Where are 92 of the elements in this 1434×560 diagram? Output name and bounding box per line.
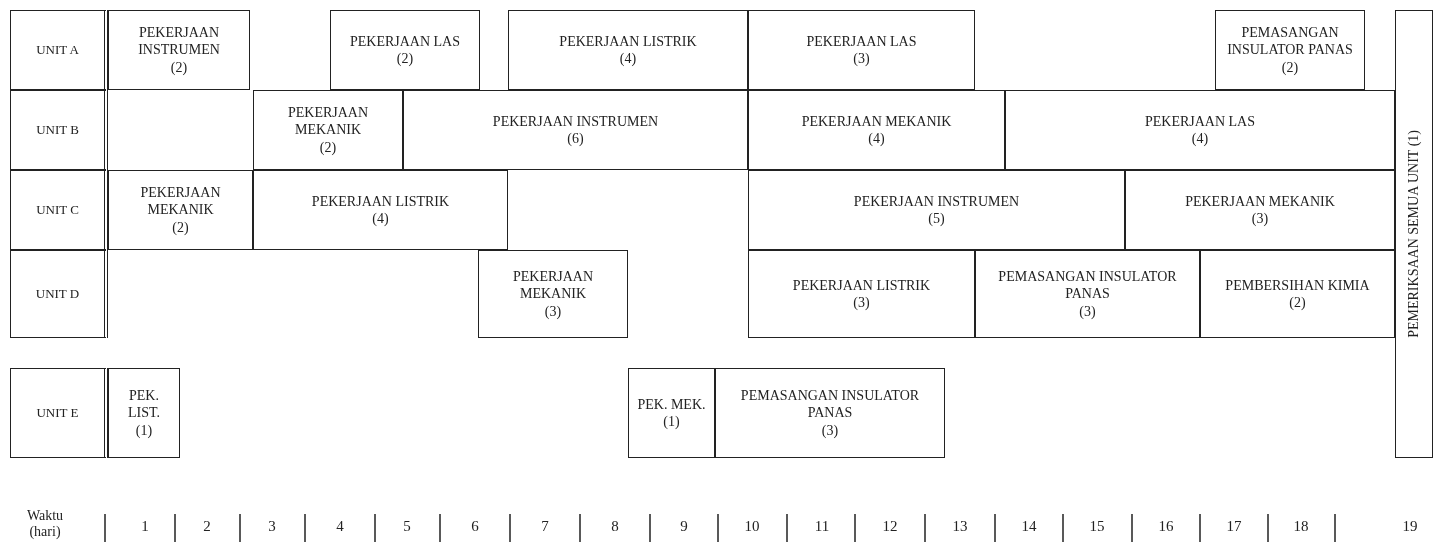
task-bar (628, 368, 715, 458)
axis-tick-label: 6 (470, 518, 480, 535)
axis-tick-label: 2 (202, 518, 212, 535)
unit-row-header (10, 170, 108, 250)
task-duration: (1) (135, 421, 153, 440)
task-name: PEKERJAAN LAS (1144, 112, 1256, 130)
task-duration: (4) (868, 130, 885, 148)
task-bar (1215, 10, 1365, 90)
task-name: PEMASANGAN INSULATOR PANAS (1226, 23, 1354, 59)
task-bar (975, 250, 1200, 338)
unit-name: UNIT B (36, 121, 79, 139)
task-duration: (3) (853, 294, 870, 312)
task-bar (1395, 10, 1433, 458)
task-name: PEKERJAAN LAS (349, 32, 461, 50)
task-bar (748, 170, 1125, 250)
axis-tick-label: 16 (1157, 518, 1175, 535)
task-duration: (2) (170, 58, 188, 77)
task-duration: (1) (663, 413, 680, 431)
task-bar (108, 368, 180, 458)
task-duration: (3) (853, 50, 870, 68)
task-duration: (2) (172, 218, 189, 237)
task-duration: (3) (1251, 210, 1269, 228)
task-name: PEK. LIST. (127, 386, 161, 422)
task-name: PEMASANGAN INSULATOR PANAS (739, 386, 921, 422)
task-bar (330, 10, 480, 90)
task-bar (253, 170, 508, 250)
task-name: PEMASANGAN INSULATOR PANAS (997, 267, 1178, 303)
axis-tick-label: 13 (951, 518, 969, 535)
task-bar (748, 90, 1005, 170)
task-name: PEKERJAAN INSTRUMEN (137, 23, 221, 59)
unit-name: UNIT E (36, 404, 79, 422)
task-bar (1005, 90, 1395, 170)
task-name: PEKERJAAN LISTRIK (311, 192, 450, 210)
task-duration: (3) (1079, 302, 1096, 321)
task-bar (403, 90, 748, 170)
unit-name: UNIT A (36, 41, 79, 59)
unit-row-header (10, 250, 108, 338)
axis-tick-label: 10 (743, 518, 761, 535)
task-duration: (2) (396, 50, 414, 68)
task-bar (108, 10, 250, 90)
unit-row-header (10, 368, 108, 458)
task-duration: (3) (821, 421, 839, 440)
axis-tick-label: 11 (813, 518, 831, 535)
unit-row-header (10, 10, 108, 90)
axis-tick-label: 5 (402, 518, 412, 535)
axis-tick-label: 3 (267, 518, 277, 535)
axis-tick-label: 12 (881, 518, 899, 535)
task-duration: (4) (372, 210, 389, 228)
task-duration: (5) (928, 210, 945, 228)
task-bar (253, 90, 403, 170)
unit-name: UNIT C (36, 201, 79, 219)
task-duration: (2) (1289, 294, 1306, 312)
task-duration: (4) (1191, 130, 1209, 148)
task-name: PEK. MEK. (637, 395, 706, 413)
axis-tick-label: 8 (610, 518, 620, 535)
task-name: PEKERJAAN MEKANIK (1185, 192, 1335, 210)
task-name: PEKERJAAN LAS (806, 32, 917, 50)
axis-tick-label: 18 (1292, 518, 1310, 535)
task-name: PEMERIKSAAN SEMUA UNIT (1) (1405, 130, 1423, 338)
task-name: PEKERJAAN MEKANIK (801, 112, 952, 130)
task-duration: (4) (619, 50, 637, 68)
task-duration: (6) (567, 130, 584, 148)
task-bar (478, 250, 628, 338)
task-name: PEKERJAAN LISTRIK (792, 276, 931, 294)
axis-tick-label: 1 (140, 518, 150, 535)
axis-tick-label: 7 (540, 518, 550, 535)
task-duration: (2) (1281, 58, 1299, 77)
task-bar (748, 10, 975, 90)
unit-row-header (10, 90, 108, 170)
task-bar (1200, 250, 1395, 338)
task-name: PEKERJAAN INSTRUMEN (853, 192, 1020, 210)
axis-tick-label: 19 (1401, 518, 1419, 535)
axis-tick-label: 14 (1020, 518, 1038, 535)
task-bar (715, 368, 945, 458)
task-name: PEKERJAAN MEKANIK (139, 183, 222, 219)
task-name: PEMBERSIHAN KIMIA (1225, 276, 1370, 294)
task-bar (508, 10, 748, 90)
axis-tick-label: 9 (679, 518, 689, 535)
axis-title: Waktu (hari) (25, 508, 65, 540)
task-bar (748, 250, 975, 338)
unit-name: UNIT D (35, 285, 80, 303)
axis-tick-label: 17 (1225, 518, 1243, 535)
task-duration: (3) (544, 302, 562, 321)
axis-tick-label: 4 (335, 518, 345, 535)
task-name: PEKERJAAN INSTRUMEN (492, 112, 659, 130)
task-name: PEKERJAAN LISTRIK (559, 32, 697, 50)
task-name: PEKERJAAN MEKANIK (511, 267, 595, 303)
task-bar (108, 170, 253, 250)
task-name: PEKERJAAN MEKANIK (286, 103, 370, 139)
task-bar (1125, 170, 1395, 250)
task-duration: (2) (319, 138, 337, 157)
axis-tick-label: 15 (1088, 518, 1106, 535)
